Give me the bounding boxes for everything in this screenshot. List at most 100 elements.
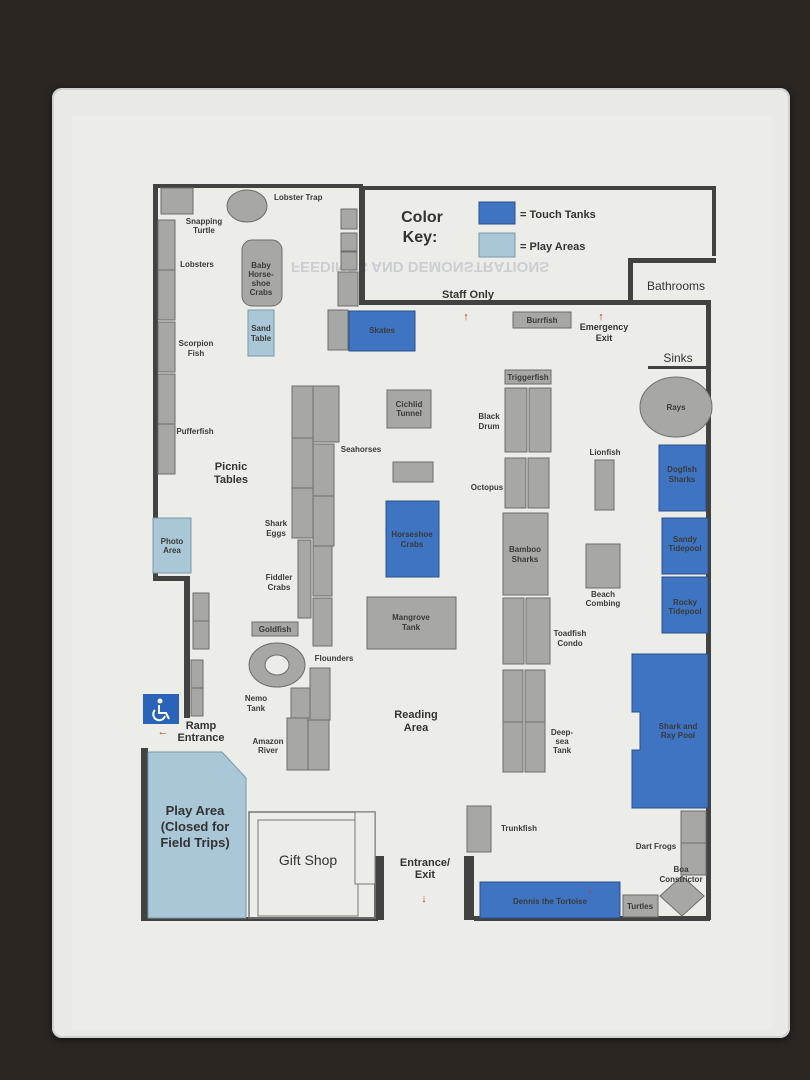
rocky-label: Rocky [673, 598, 698, 607]
burrfish-label: Burrfish [526, 316, 557, 325]
flounders-label: Flounders [315, 654, 354, 663]
tank [340, 208, 358, 230]
tank [504, 457, 527, 509]
horseshoe-label-2: Crabs [401, 540, 424, 549]
tank [680, 842, 707, 876]
tank [190, 687, 204, 717]
octopus-label: Octopus [471, 483, 504, 492]
rays-label: Rays [666, 403, 686, 412]
tank [528, 387, 552, 453]
tank [340, 251, 358, 271]
baby-crabs-label-4: Crabs [250, 288, 273, 297]
nemo-label: Nemo [245, 694, 267, 703]
lionfish-label: Lionfish [589, 448, 620, 457]
reading-label: Reading [394, 709, 437, 721]
key-title-2: Key: [403, 229, 438, 246]
key-touch-swatch [478, 201, 516, 225]
nemo-label-2: Tank [247, 704, 266, 713]
fiddler-label: Fiddler [266, 573, 293, 582]
tank [157, 219, 176, 271]
play-area-label: Play Area [166, 803, 226, 818]
boa-label: Boa [673, 865, 689, 874]
tank [291, 487, 314, 539]
pufferfish-label: Pufferfish [176, 427, 213, 436]
skates-tank [348, 310, 416, 352]
tank [392, 461, 434, 483]
deepsea-label: Deep- [551, 728, 574, 737]
play-area-label-3: Field Trips) [160, 835, 229, 850]
toadfish-label: Toadfish [554, 629, 587, 638]
wheelchair-icon [143, 694, 179, 724]
tank [291, 437, 314, 489]
color-key: Color Key: = Touch Tanks = Play Areas St… [401, 201, 705, 365]
tank [504, 387, 528, 453]
dart-frogs-label: Dart Frogs [636, 842, 677, 851]
tank [502, 721, 524, 773]
tank [340, 232, 358, 252]
dennis-tortoise-tank [479, 881, 621, 919]
tank [192, 620, 210, 650]
tank [157, 423, 176, 475]
snapping-turtle-label: Snapping [186, 217, 223, 226]
shark-ray-label-2: Ray Pool [661, 731, 695, 740]
sandy-label: Sandy [673, 535, 698, 544]
key-play-swatch [478, 232, 516, 258]
bamboo-label-2: Sharks [512, 555, 539, 564]
tank [525, 597, 551, 665]
tank [524, 669, 546, 723]
dogfish-label: Dogfish [667, 465, 697, 474]
black-drum-label-2: Drum [479, 422, 500, 431]
mangrove-label: Mangrove [392, 613, 430, 622]
gift-shop-inner [257, 819, 359, 917]
arrow-left-icon: ← [158, 726, 169, 738]
triggerfish-label: Triggerfish [507, 373, 548, 382]
flounders-tank-inner [264, 654, 290, 676]
scorpion-fish-label-2: Fish [188, 349, 205, 358]
baby-crabs-label: Baby [251, 261, 271, 270]
picnic-label: Picnic [215, 461, 247, 473]
dogfish-sharks-tank [658, 444, 707, 512]
rocky-label-2: Tidepool [668, 607, 701, 616]
dennis-label: Dennis the Tortoise [513, 897, 588, 906]
ghost-line-1: FEEDINGS AND DEMONSTRATIONS [291, 258, 549, 275]
tank [309, 667, 331, 721]
turtles-tank [622, 894, 659, 918]
ramp-label: Ramp [186, 720, 217, 732]
boa-label-2: Constrictor [659, 875, 702, 884]
amazon-label: Amazon [252, 737, 283, 746]
cichlid-label: Cichlid [396, 400, 423, 409]
entrance-label-2: Exit [415, 869, 436, 881]
tank [527, 457, 550, 509]
mangrove-label-2: Tank [402, 623, 421, 632]
rays-tank [639, 376, 713, 438]
turtles-label: Turtles [627, 902, 654, 911]
beach-label: Beach [591, 590, 615, 599]
rocky-tidepool-tank [661, 576, 709, 634]
baby-crabs-label-2: Horse- [248, 270, 274, 279]
cichlid-label-2: Tunnel [396, 409, 422, 418]
horseshoe-label: Horseshoe [391, 530, 433, 539]
tank [291, 385, 314, 439]
tank [190, 659, 204, 689]
baby-crabs-tank [241, 239, 283, 307]
play-area [147, 751, 247, 919]
seahorses-label: Seahorses [341, 445, 382, 454]
deepsea-label-3: Tank [553, 746, 572, 755]
arrow-up-icon: ↑ [598, 311, 604, 323]
shark-eggs-label: Shark [265, 519, 288, 528]
sandy-label-2: Tidepool [668, 544, 701, 553]
arrow-up-icon: ↑ [463, 311, 469, 323]
arrow-down-icon: ↓ [587, 884, 593, 896]
map-labels: Lobster Trap Snapping Turtle Lobsters Ba… [160, 193, 702, 911]
sand-table [247, 309, 275, 357]
sand-table-label: Sand [251, 324, 271, 333]
tank [297, 539, 312, 619]
right-tanks [479, 376, 713, 919]
goldfish-label: Goldfish [259, 625, 292, 634]
staff-only-label: Staff Only [442, 289, 495, 301]
lionfish-tank [594, 459, 615, 511]
emergency-exit-label-2: Exit [596, 333, 613, 343]
tank [307, 719, 330, 771]
burrfish-tank [512, 311, 572, 329]
photo-area [152, 517, 192, 574]
